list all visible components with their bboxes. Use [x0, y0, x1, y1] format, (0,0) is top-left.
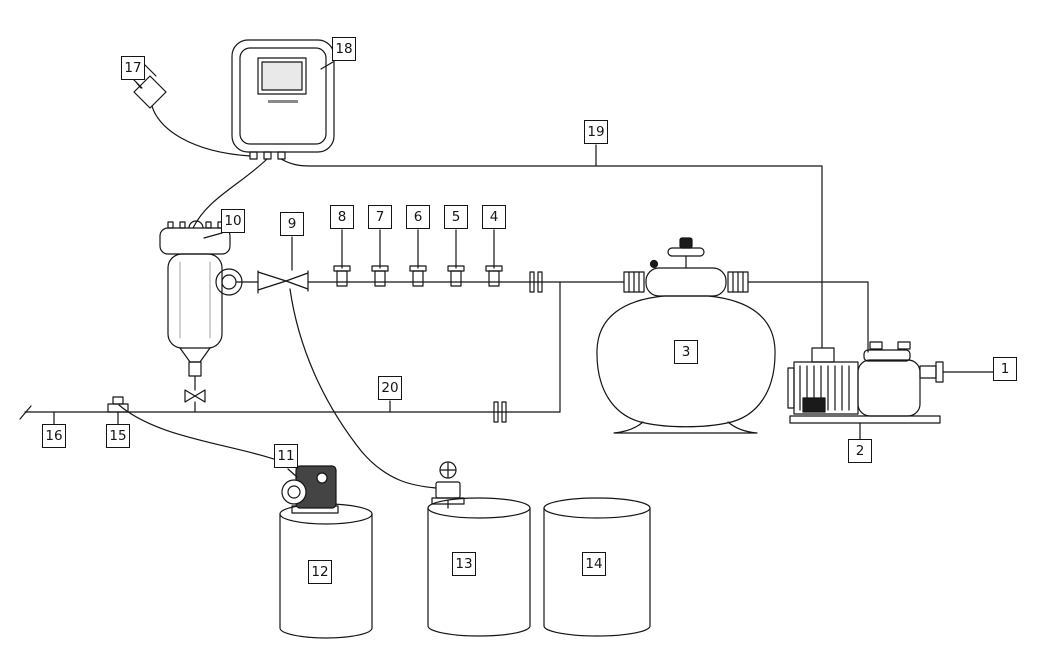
callout-14: 14	[582, 552, 606, 576]
filter-housing	[159, 220, 243, 413]
callout-20: 20	[378, 376, 402, 400]
callout-19: 19	[584, 120, 608, 144]
callout-9: 9	[280, 212, 304, 236]
controller	[231, 39, 335, 160]
probe-fitting-4	[485, 229, 503, 287]
callout-8: 8	[330, 205, 354, 229]
pipe-union-main	[529, 271, 543, 293]
callout-16: 16	[42, 424, 66, 448]
probe-fitting-8	[333, 229, 351, 287]
dosing-pump	[281, 465, 339, 514]
power-cable	[151, 105, 251, 157]
pump	[787, 341, 944, 424]
callout-11: 11	[274, 444, 298, 468]
probe-fitting-7	[371, 229, 389, 287]
probe-fitting-6	[409, 229, 427, 287]
callout-5: 5	[444, 205, 468, 229]
main-pipe	[19, 281, 869, 420]
callout-17: 17	[121, 56, 145, 80]
callout-3: 3	[674, 340, 698, 364]
callout-1: 1	[993, 357, 1017, 381]
callout-15: 15	[106, 424, 130, 448]
pump-power-line	[280, 158, 823, 349]
drum-14	[543, 497, 651, 637]
callout-10: 10	[221, 209, 245, 233]
dosing-tube	[118, 404, 299, 469]
venturi-suction-tube	[289, 288, 437, 489]
callout-2: 2	[848, 439, 872, 463]
venturi-injector	[257, 270, 309, 294]
callout-13: 13	[452, 552, 476, 576]
callout-7: 7	[368, 205, 392, 229]
drum-13	[427, 497, 531, 637]
probe-cable	[192, 158, 268, 229]
callout-6: 6	[406, 205, 430, 229]
callout-leaders	[53, 61, 994, 478]
callout-18: 18	[332, 37, 356, 61]
probe-fitting-5	[447, 229, 465, 287]
suction-lance	[431, 461, 465, 509]
callout-4: 4	[482, 205, 506, 229]
sand-filter-tank	[596, 295, 776, 434]
pipe-union-lower	[493, 401, 507, 423]
callout-12: 12	[308, 560, 332, 584]
multiport-valve	[623, 237, 749, 297]
